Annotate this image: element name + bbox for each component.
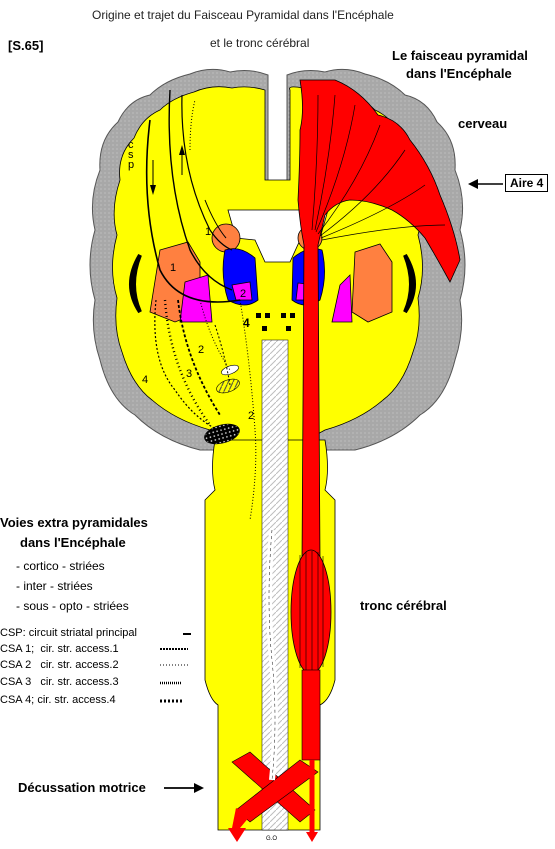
- title-line-1: Origine et trajet du Faisceau Pyramidal …: [92, 8, 394, 22]
- label-cerveau: cerveau: [458, 116, 507, 131]
- figure-code: [S.65]: [8, 38, 43, 53]
- number-label: 3: [186, 368, 192, 380]
- legend-code: CSA 3: [0, 676, 31, 688]
- number-label: 4: [243, 316, 250, 330]
- legend-code: CSA 4;: [0, 694, 34, 706]
- legend-row-csa1: CSA 1; cir. str. access.1: [0, 643, 119, 655]
- label-aire-4: Aire 4: [505, 174, 548, 192]
- label-decussation: Décussation motrice: [18, 780, 146, 795]
- number-label: 1: [170, 262, 176, 274]
- signature: G.O: [266, 836, 277, 842]
- number-label: 2: [240, 288, 246, 300]
- left-pallidum: [180, 275, 212, 322]
- title-line-2: et le tronc cérébral: [210, 36, 309, 50]
- legend-code: CSA 2: [0, 659, 31, 671]
- legend-code: CSA 1;: [0, 643, 34, 655]
- right-heading-line-2: dans l'Encéphale: [406, 66, 512, 81]
- list-item-2: - inter - striées: [16, 579, 93, 593]
- left-down-arrow: [228, 828, 246, 842]
- legend-samples: [160, 634, 191, 701]
- number-label: 4: [142, 374, 148, 386]
- right-striatum: [352, 244, 392, 322]
- legend-text: circuit striatal principal: [29, 627, 137, 639]
- legend-code: CSP:: [0, 627, 26, 639]
- legend-text: cir. str. access.2: [40, 659, 118, 671]
- left-heading-line-1: Voies extra pyramidales: [0, 515, 148, 530]
- legend-text: cir. str. access.4: [37, 694, 115, 706]
- legend-row-csa3: CSA 3 cir. str. access.3: [0, 676, 119, 688]
- legend-row-csa4: CSA 4; cir. str. access.4: [0, 694, 116, 706]
- number-label: 2: [198, 344, 204, 356]
- right-heading-line-1: Le faisceau pyramidal: [392, 48, 528, 63]
- list-item-3: - sous - opto - striées: [16, 599, 129, 613]
- number-label: 2: [248, 410, 254, 422]
- pyramid-swelling: [291, 550, 331, 674]
- pyramidal-tract-lower: [302, 670, 320, 760]
- legend-text: cir. str. access.1: [40, 643, 118, 655]
- label-csp: c s p: [128, 140, 136, 170]
- left-heading-line-2: dans l'Encéphale: [20, 535, 126, 550]
- legend-text: cir. str. access.3: [40, 676, 118, 688]
- right-down-arrow: [306, 832, 318, 842]
- legend-row-csp: CSP: circuit striatal principal: [0, 627, 137, 639]
- label-tronc-cerebral: tronc cérébral: [360, 598, 447, 613]
- list-item-1: - cortico - striées: [16, 559, 105, 573]
- legend-row-csa2: CSA 2 cir. str. access.2: [0, 659, 119, 671]
- number-label: 1: [205, 226, 211, 238]
